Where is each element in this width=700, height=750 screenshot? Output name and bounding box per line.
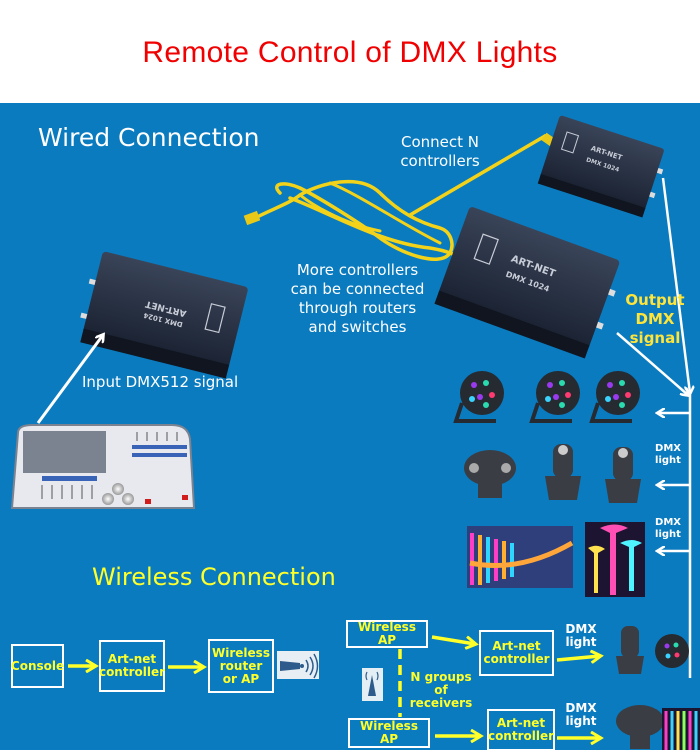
dmx-light-label: DMX light xyxy=(650,443,686,467)
wired-heading: Wired Connection xyxy=(38,123,260,152)
output-signal-line: signal xyxy=(629,329,681,347)
more-controllers-label: More controllers can be connected throug… xyxy=(270,261,445,337)
n-groups-label: N groups of receivers xyxy=(405,671,477,710)
box-line: controller xyxy=(98,665,166,679)
dmx-light-label: DMX light xyxy=(650,517,686,541)
connect-n-label: Connect N controllers xyxy=(385,133,495,171)
dmx-light-line: light xyxy=(565,714,597,728)
output-signal-label: Output DMX signal xyxy=(620,291,690,348)
dmx-light-line: light xyxy=(655,455,681,466)
artnet-controller-box: Art-net controller xyxy=(479,630,554,676)
dmx-light-line: DMX xyxy=(565,622,597,636)
artnet-controller-box: Art-net controller xyxy=(99,640,165,692)
output-signal-line: Output xyxy=(625,291,685,309)
dmx-light-line: light xyxy=(565,635,597,649)
connect-n-line: controllers xyxy=(400,152,480,170)
n-groups-line: N groups xyxy=(410,670,472,684)
n-groups-line: of receivers xyxy=(409,683,473,710)
box-line: router xyxy=(219,658,263,673)
box-line: Wireless xyxy=(212,645,270,660)
diagram-graphics: ART-NET DMX 1024 ART-NET DMX 1024 ART-NE… xyxy=(10,115,700,750)
diagram-panel: ART-NET DMX 1024 ART-NET DMX 1024 ART-NE… xyxy=(0,103,700,750)
par-light-icon xyxy=(453,371,640,423)
box-line: Art-net xyxy=(496,716,546,730)
dmx-light-line: DMX xyxy=(655,443,681,454)
wireless-router-box: Wireless router or AP xyxy=(208,639,274,693)
box-line: controller xyxy=(483,652,550,666)
moving-head-icon xyxy=(616,626,664,749)
box-line: Art-net xyxy=(107,652,157,666)
more-controllers-line: More controllers xyxy=(296,261,419,279)
lighting-console-icon xyxy=(10,424,196,509)
more-controllers-line: through routers xyxy=(298,299,417,317)
wireless-ap-box: Wireless AP xyxy=(348,718,430,748)
console-label: Console xyxy=(10,658,65,673)
box-line: controller xyxy=(487,729,555,743)
dmx-light-line: DMX xyxy=(655,517,681,528)
par-light-icon xyxy=(655,634,689,668)
console-box: Console xyxy=(11,644,64,688)
arrow-icon xyxy=(36,335,103,424)
dmx-light-label: DMX light xyxy=(563,623,599,649)
wifi-router-icon xyxy=(277,651,319,679)
antenna-icon xyxy=(362,668,383,701)
arrow-icon xyxy=(616,177,690,678)
architecture-lighting-photo xyxy=(467,526,574,588)
box-line: or AP xyxy=(222,671,260,686)
input-signal-label: Input DMX512 signal xyxy=(82,373,239,391)
page-title: Remote Control of DMX Lights xyxy=(142,36,558,69)
box-line: Wireless AP xyxy=(358,620,416,647)
wireless-ap-box: Wireless AP xyxy=(346,620,428,648)
artnet-controller-icon: ART-NET DMX 1024 xyxy=(434,207,620,359)
box-line: Art-net xyxy=(492,639,541,653)
more-controllers-line: can be connected xyxy=(290,280,425,298)
output-signal-line: DMX xyxy=(635,310,675,328)
artnet-controller-icon: ART-NET DMX 1024 xyxy=(537,115,664,218)
connect-n-line: Connect N xyxy=(400,133,479,151)
dmx-light-line: DMX xyxy=(565,701,597,715)
wireless-heading: Wireless Connection xyxy=(92,563,336,591)
moving-head-icon xyxy=(464,444,641,503)
artnet-controller-box: Art-net controller xyxy=(487,709,555,750)
arrow-icon xyxy=(68,635,600,738)
led-strip-photo xyxy=(662,708,700,750)
dmx-light-line: light xyxy=(655,529,681,540)
tree-lighting-photo xyxy=(585,522,645,597)
dmx-light-label: DMX light xyxy=(563,702,599,728)
artnet-controller-icon: ART-NET DMX 1024 xyxy=(80,251,248,379)
more-controllers-line: and switches xyxy=(308,318,407,336)
box-line: Wireless AP xyxy=(360,719,418,746)
